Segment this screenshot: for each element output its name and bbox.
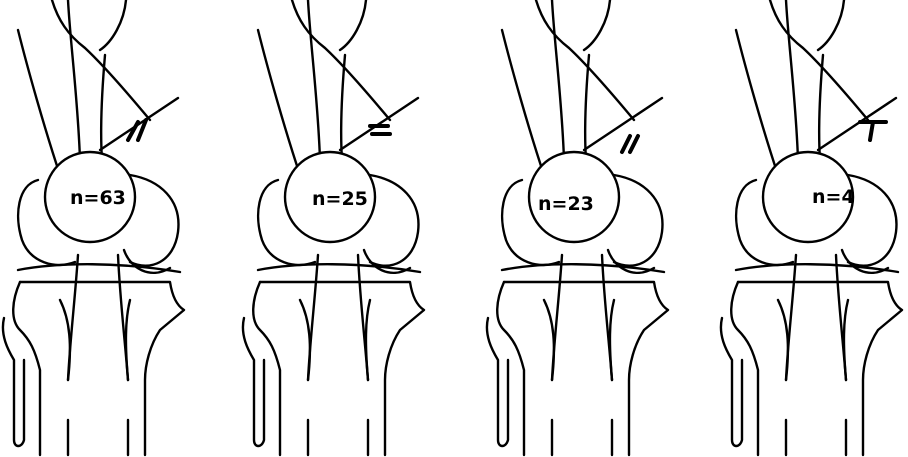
knee-panel-4: n=4 <box>721 0 902 455</box>
fixation-pin-icon <box>622 136 638 152</box>
fixation-pin-icon <box>860 122 886 140</box>
fixation-pin-icon <box>370 126 390 134</box>
count-label-2: n=25 <box>312 188 368 210</box>
knee-panel-1: n=63 <box>3 0 184 455</box>
count-label-3: n=23 <box>538 193 594 215</box>
count-label-1: n=63 <box>70 187 126 209</box>
count-label-4: n=4 <box>812 186 855 208</box>
knee-panel-2: n=25 <box>243 0 424 455</box>
knee-panel-3: n=23 <box>487 0 668 455</box>
